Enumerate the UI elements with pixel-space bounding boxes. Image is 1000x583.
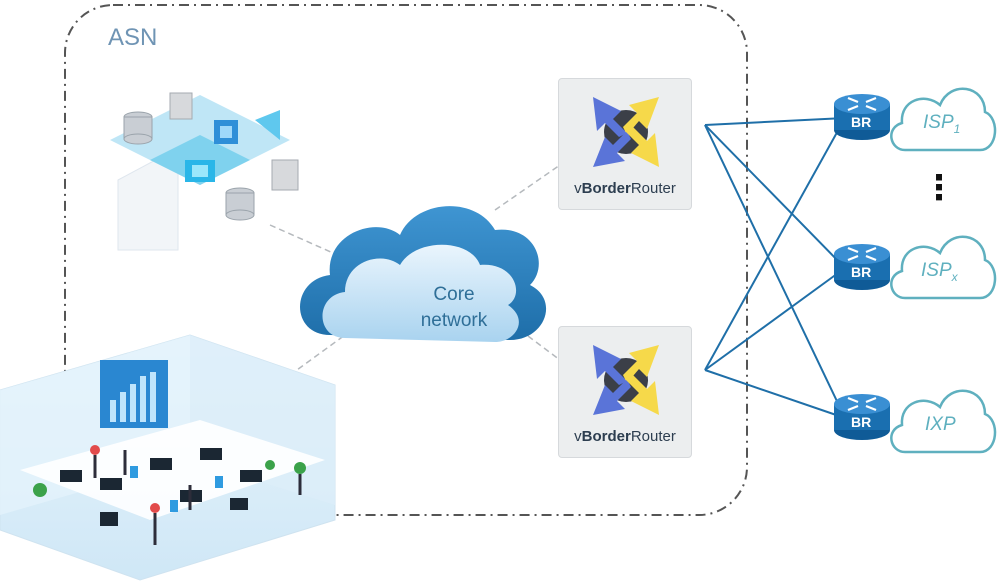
vborderrouter-label-2: vBorderRouter (574, 428, 676, 445)
peer-label-isp1: ISP1 (923, 112, 961, 136)
peer-label-ixp: IXP (925, 414, 956, 435)
peer-cloud-ixp (890, 389, 997, 454)
core-network-line1: Core (433, 284, 475, 305)
br-badge-3: BR (851, 414, 872, 430)
peer-cloud-isp1 (890, 87, 997, 152)
br-badge-1: BR (851, 114, 872, 130)
edge-router-2 (834, 244, 890, 290)
core-network-line2: network (420, 310, 488, 331)
peering-links (704, 117, 846, 419)
vborderrouter-card-1: vBorderRouter (558, 78, 692, 210)
asn-boundary (64, 4, 748, 516)
core-network-label: Core network (374, 282, 534, 334)
peer-cloud-ispx (890, 235, 997, 300)
vborderrouter-icon (593, 97, 659, 167)
peer-label-ispx: ISPx (921, 260, 958, 284)
ellipsis: ⋮ (922, 169, 956, 207)
core-network-cloud (300, 206, 547, 342)
vborderrouter-icon (593, 345, 659, 415)
vborderrouter-label-1: vBorderRouter (574, 180, 676, 197)
edge-router-1 (834, 94, 890, 140)
edge-router-3 (834, 394, 890, 440)
datacenter-icon (110, 92, 299, 251)
office-building-icon (0, 334, 336, 581)
br-badge-2: BR (851, 264, 872, 280)
asn-label: ASN (108, 24, 158, 51)
vborderrouter-card-2: vBorderRouter (558, 326, 692, 458)
